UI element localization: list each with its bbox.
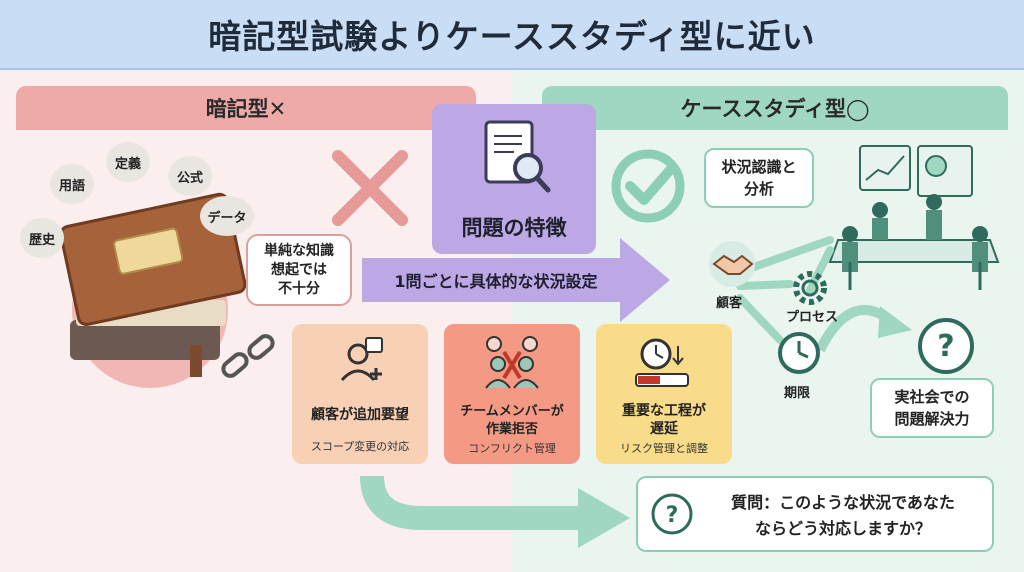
page-title: 暗記型試験よりケーススタディ型に近い	[208, 17, 816, 56]
note-line-1: 単純な知識	[264, 243, 334, 259]
result-line-1: 実社会での	[894, 388, 970, 406]
book-illustration	[59, 192, 247, 388]
bubble-history: 歴史	[20, 218, 64, 258]
example-card-client: 顧客が追加要望 スコープ変更の対応	[292, 324, 428, 464]
right-panel-header: ケーススタディ型◯	[542, 86, 1008, 130]
bubble-data: データ	[200, 196, 254, 236]
example-label-client: 顧客が追加要望	[311, 407, 409, 423]
svg-text:?: ?	[666, 503, 679, 528]
example-card-delay: 重要な工程が 遅延 リスク管理と調整	[596, 324, 732, 464]
add-user-icon	[340, 337, 383, 382]
example-label-team-1: チームメンバーが	[460, 404, 564, 419]
note-line-2: 想起では	[271, 262, 327, 278]
deadline-label: 期限	[784, 386, 811, 401]
left-panel-header: 暗記型✕	[16, 86, 476, 130]
example-label-delay-1: 重要な工程が	[622, 403, 706, 419]
bottom-arrow	[360, 475, 630, 548]
question-box: ? 質問：このような状況であなた ならどう対応しますか？	[636, 476, 994, 552]
analysis-box: 状況認識と 分析	[704, 148, 814, 208]
title-bar: 暗記型試験よりケーススタディ型に近い	[0, 0, 1024, 70]
example-label-team-2: 作業拒否	[485, 422, 538, 437]
example-card-team: チームメンバーが 作業拒否 コンフリクト管理	[444, 324, 580, 464]
question-text: 質問：このような状況であなた ならどう対応しますか？	[698, 490, 988, 542]
broken-chain-icon	[221, 334, 275, 378]
svg-text:?: ?	[937, 329, 954, 364]
meeting-illustration	[828, 145, 1000, 290]
feature-banner: 1問ごとに具体的な状況設定	[362, 258, 630, 302]
question-bubble-icon: ?	[651, 493, 693, 535]
question-line-2: ならどう対応しますか？	[754, 519, 931, 538]
banner-arrow	[620, 238, 670, 322]
example-label-delay-2: 遅延	[650, 421, 678, 437]
book-bottom	[70, 320, 220, 360]
example-sub-client: スコープ変更の対応	[310, 440, 410, 453]
bubble-terms: 用語	[50, 164, 94, 204]
bubble-definition: 定義	[106, 142, 150, 182]
feature-title: 問題の特徴	[461, 216, 567, 240]
document-search-icon	[484, 120, 551, 193]
book-top	[59, 192, 247, 326]
note-line-3: 不十分	[278, 281, 320, 297]
team-conflict-icon	[485, 336, 539, 389]
gear-icon	[793, 271, 827, 305]
process-label: プロセス	[786, 310, 839, 325]
handshake-icon	[709, 241, 755, 287]
question-icon: ?	[918, 318, 974, 374]
bubble-formula: 公式	[168, 156, 212, 196]
cross-icon	[332, 150, 408, 226]
analysis-line-1: 状況認識と	[721, 158, 797, 176]
delay-clock-icon	[635, 338, 689, 387]
example-sub-delay: リスク管理と調整	[620, 442, 708, 455]
check-icon	[611, 149, 685, 223]
analysis-line-2: 分析	[743, 180, 774, 198]
question-line-1: 質問：このような状況であなた	[731, 493, 955, 512]
result-box: 実社会での 問題解決力	[870, 378, 994, 438]
example-sub-team: コンフリクト管理	[468, 442, 556, 455]
insufficient-note: 単純な知識 想起では 不十分	[246, 234, 352, 306]
result-line-2: 問題解決力	[894, 410, 970, 428]
client-label: 顧客	[716, 296, 743, 311]
bookmark	[190, 345, 202, 377]
clock-icon	[778, 332, 820, 374]
